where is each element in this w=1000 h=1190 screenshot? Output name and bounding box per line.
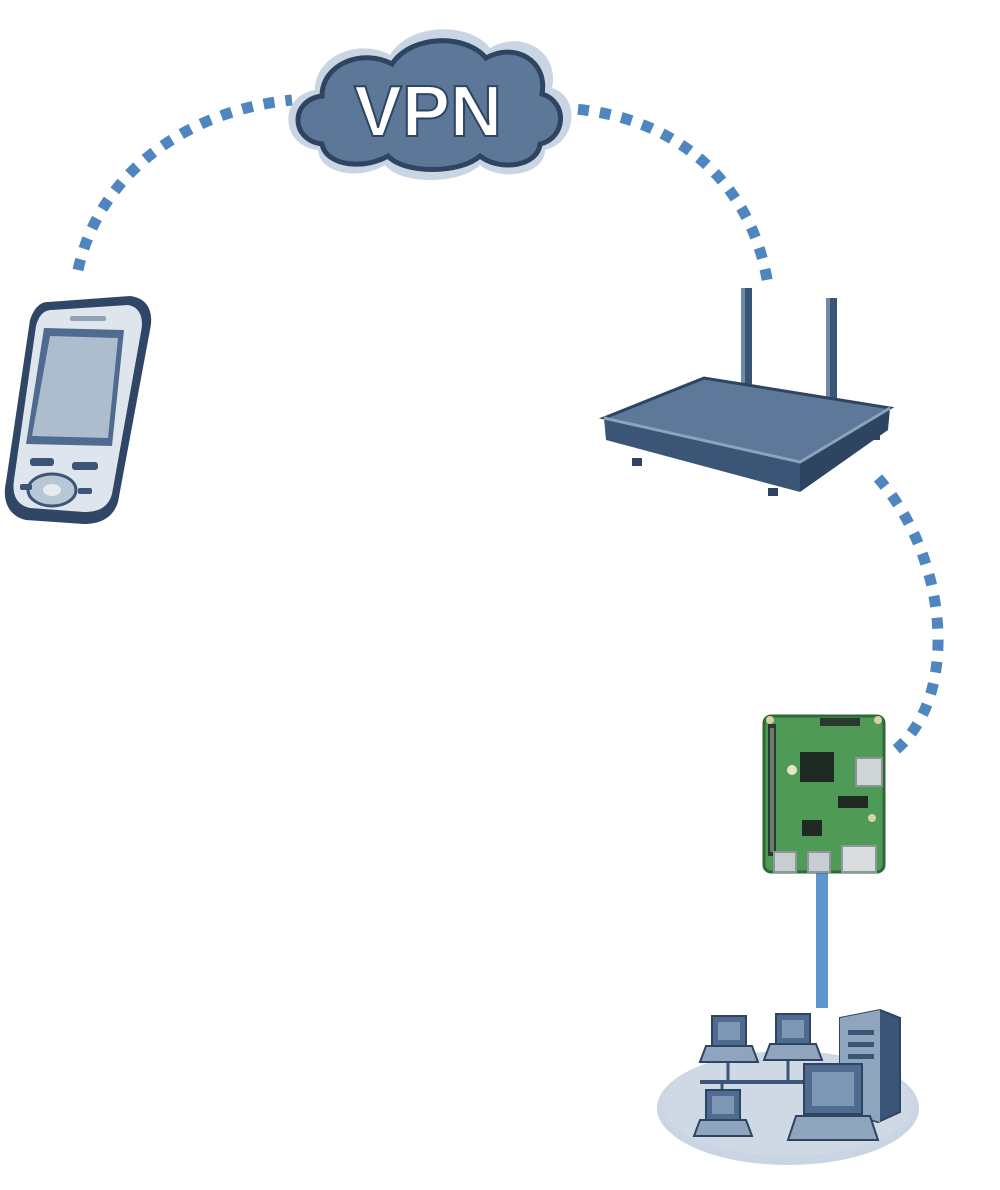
link-vpn-to-router <box>555 102 774 286</box>
workstation-icon <box>762 1013 824 1061</box>
raspberry-pi-board-icon <box>762 714 886 874</box>
wireless-router-icon <box>598 288 895 496</box>
link-phone-to-vpn <box>72 94 293 272</box>
mobile-phone-icon <box>4 296 152 524</box>
local-network-icon <box>655 1008 921 1167</box>
workstation-icon <box>698 1015 760 1063</box>
vpn-cloud-label: VPN <box>354 72 502 152</box>
workstation-icon <box>692 1089 754 1137</box>
workstation-icon <box>786 1063 880 1141</box>
link-router-to-pi <box>873 474 944 757</box>
vpn-cloud: VPN <box>288 29 572 181</box>
